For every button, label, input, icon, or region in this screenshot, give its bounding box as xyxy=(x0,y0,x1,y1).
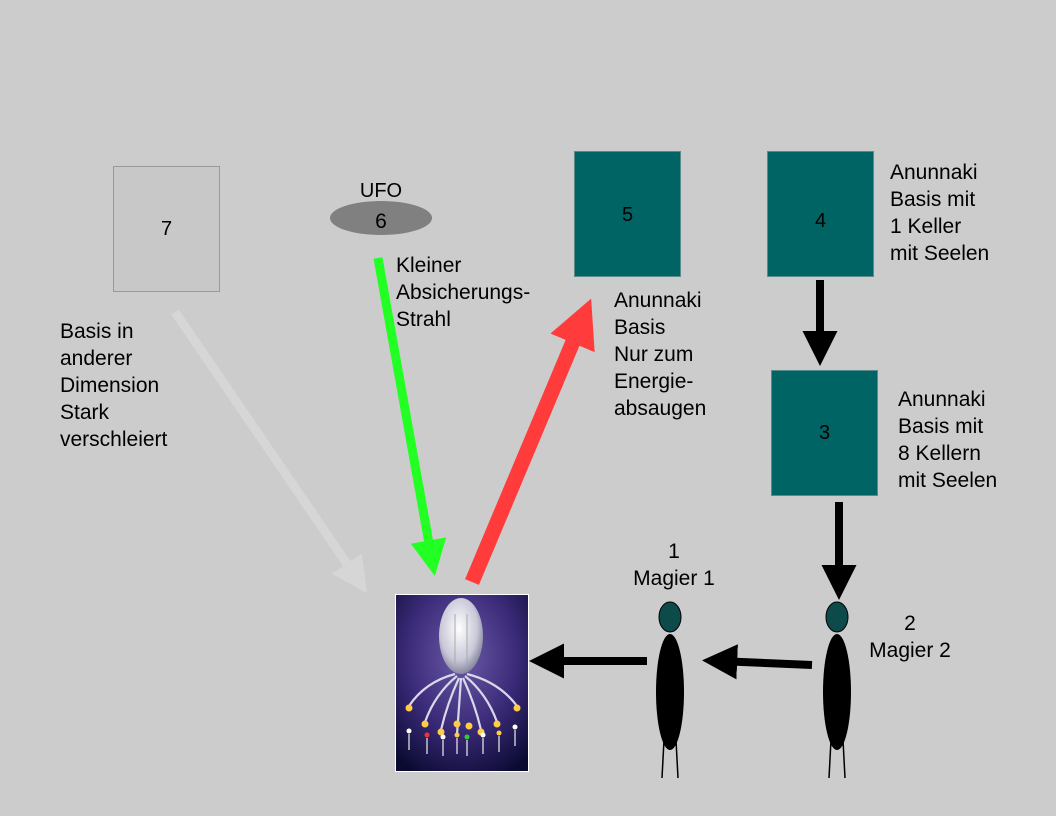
node-5-label: 5 xyxy=(621,204,634,226)
text-mage-1: 1 Magier 1 xyxy=(633,540,715,590)
node-6-label: 6 xyxy=(375,210,387,233)
ufo-icon xyxy=(330,201,432,235)
text-base-5: Anunnaki Basis Nur zum Energie- absaugen xyxy=(614,289,707,420)
arrow-entity-to-5 xyxy=(465,298,595,585)
node-4: 4 xyxy=(767,151,874,277)
node-3-label: 3 xyxy=(818,421,831,444)
node-4-label: 4 xyxy=(814,210,827,232)
ufo-caption: UFO xyxy=(359,180,403,202)
arrow-mage2-to-mage1 xyxy=(702,644,813,680)
arrow-ufo-to-entity xyxy=(373,257,447,576)
text-mage-2: 2 Magier 2 xyxy=(869,612,951,662)
node-5: 5 xyxy=(574,151,681,277)
text-base-3: Anunnaki Basis mit 8 Kellern mit Seelen xyxy=(898,388,998,492)
node-7-label: 7 xyxy=(160,217,173,240)
text-base-7: Basis in anderer Dimension Stark verschl… xyxy=(60,320,168,451)
text-ray-6: Kleiner Absicherungs- Strahl xyxy=(396,254,531,331)
arrow-7-to-entity xyxy=(171,309,368,594)
node-3: 3 xyxy=(771,370,878,496)
magician-figure-icon xyxy=(823,601,851,779)
text-base-4: Anunnaki Basis mit 1 Keller mit Seelen xyxy=(890,161,990,265)
node-7: 7 xyxy=(113,166,220,292)
magician-figure-icon xyxy=(656,601,684,779)
entity-illustration xyxy=(395,594,529,772)
